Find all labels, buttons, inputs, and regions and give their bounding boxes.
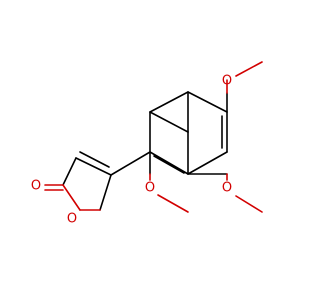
methoxy-top xyxy=(226,61,263,113)
atom-o-methoxy-c8: O xyxy=(222,181,232,196)
atom-o-methoxy-c1: O xyxy=(145,181,155,196)
naphthalene-ring-left xyxy=(149,91,189,175)
furanone-ring xyxy=(44,151,151,211)
methoxy-c1 xyxy=(149,151,189,213)
atom-o-ring: O xyxy=(67,212,77,227)
structure-canvas: O O O O O xyxy=(30,61,263,227)
methoxy-c8 xyxy=(187,173,263,213)
atom-o-methoxy-top: O xyxy=(222,74,232,89)
atom-o-carbonyl: O xyxy=(31,179,41,194)
naphthalene-ring-right xyxy=(187,91,228,175)
